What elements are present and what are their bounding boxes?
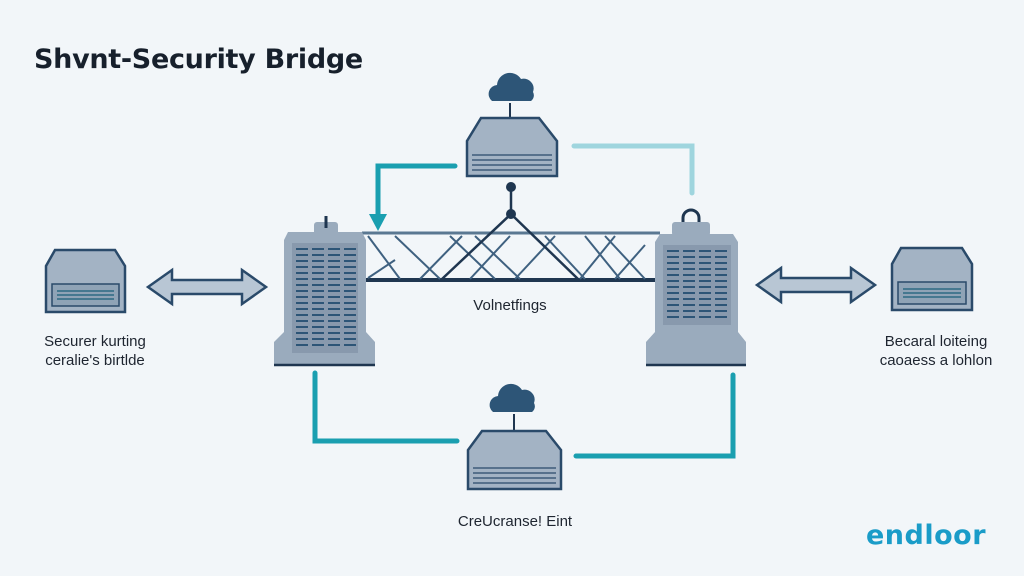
left-endpoint-label: Securer kurting ceralie's birtlde: [20, 332, 170, 370]
connector-bottom-right: [573, 372, 736, 459]
cloud-icon: [489, 383, 535, 412]
bottom-device[interactable]: [466, 383, 563, 491]
lock-shackle-icon: [681, 208, 701, 227]
top-device[interactable]: [465, 72, 559, 178]
right-double-arrow: [754, 265, 878, 305]
brand-logo: endloor: [866, 520, 987, 551]
server-tower-icon[interactable]: [274, 216, 375, 367]
bridge-label: Volnetfings: [473, 297, 547, 314]
cloud-icon: [488, 72, 534, 101]
locked-server-tower-icon[interactable]: [646, 208, 746, 367]
left-label-line1: Securer kurting: [44, 333, 146, 350]
left-endpoint[interactable]: [44, 248, 127, 314]
router-icon: [466, 429, 563, 491]
right-endpoint-label: Becaral loiteing caoaess a lohlon: [856, 332, 1016, 370]
right-endpoint[interactable]: [890, 246, 974, 312]
arrow-down-icon: [369, 214, 387, 231]
page-title: Shvnt-Security Bridge: [34, 44, 363, 75]
left-double-arrow: [145, 267, 269, 307]
truss-bridge-icon: [362, 182, 660, 282]
right-label-line1: Becaral loiteing: [884, 333, 988, 350]
connector-bottom-left: [312, 370, 460, 444]
right-label-line2: caoaess a lohlon: [879, 352, 993, 369]
connector-top-right: [571, 143, 695, 196]
bottom-device-label: CreUcranse! Eint: [457, 513, 573, 530]
router-icon: [465, 116, 559, 178]
left-label-line2: ceralie's birtlde: [45, 352, 145, 369]
connector-top-left: [369, 163, 458, 231]
